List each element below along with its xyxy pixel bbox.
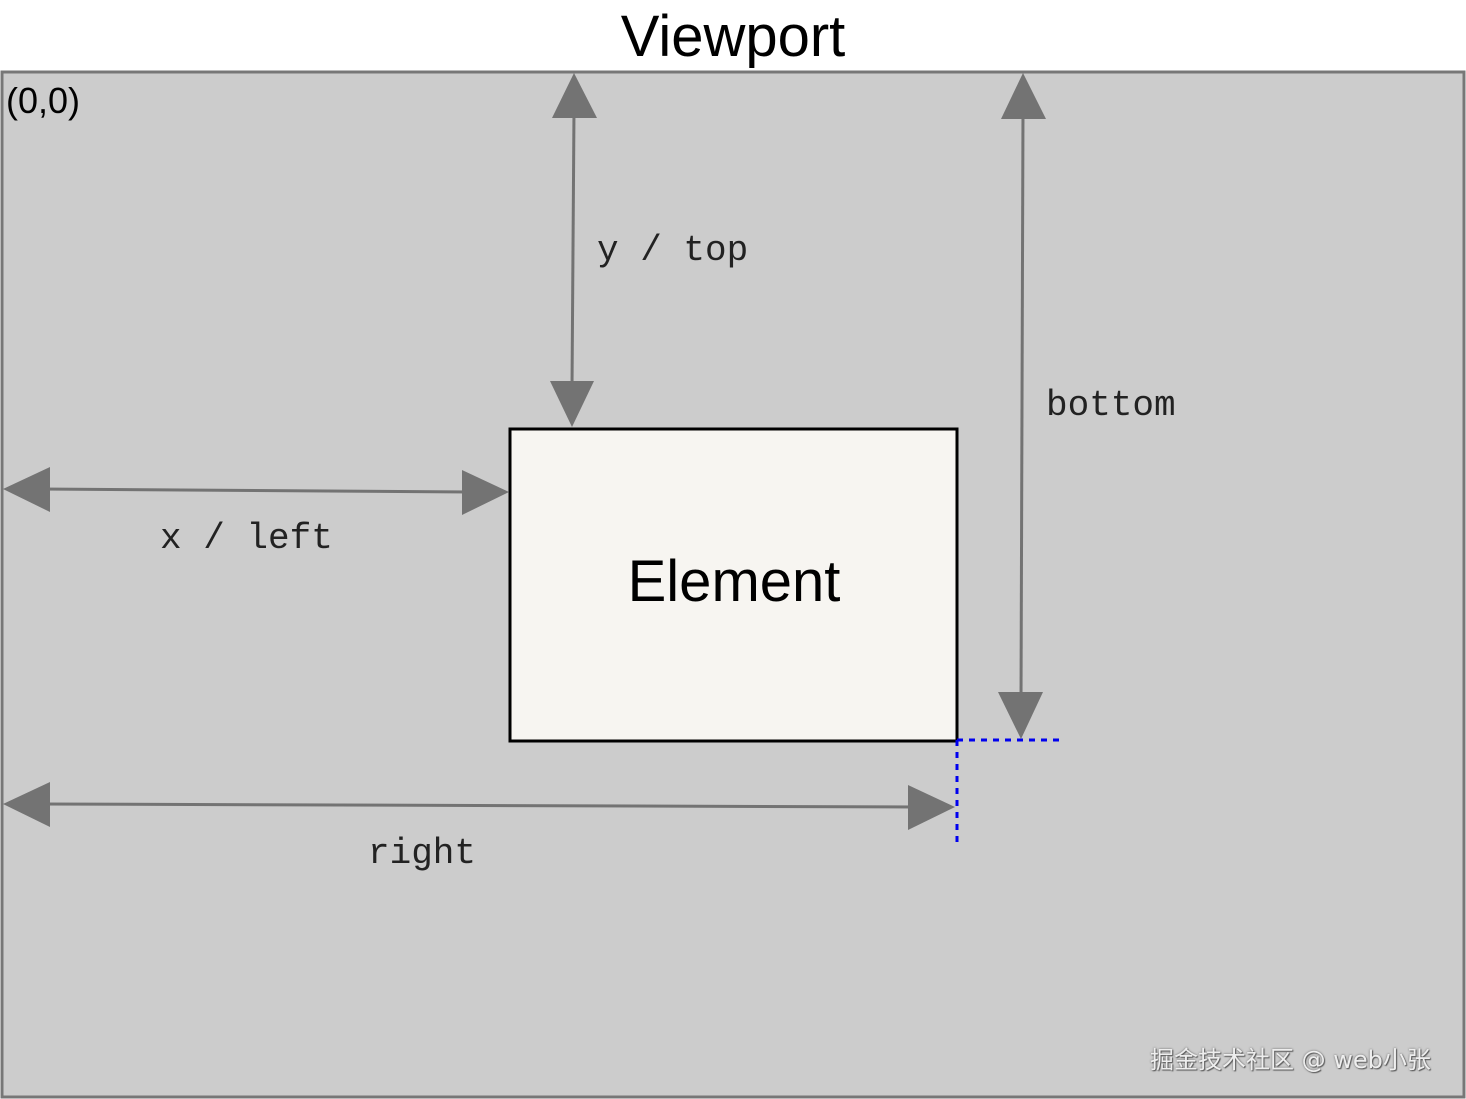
right-label: right: [368, 833, 477, 874]
top-arrow: [550, 73, 597, 427]
diagram-title: Viewport: [620, 4, 846, 69]
top-label: y / top: [597, 230, 749, 271]
left-arrow: [3, 467, 509, 515]
element-box: [508, 427, 959, 743]
origin-label: (0,0): [6, 80, 81, 121]
right-arrow: [3, 782, 955, 830]
bottom-label: bottom: [1046, 385, 1176, 426]
bottom-arrow: [998, 73, 1046, 739]
element-label: Element: [627, 549, 841, 614]
left-label: x / left: [160, 518, 333, 559]
watermark: 掘金技术社区 @ web小张: [1150, 1046, 1431, 1074]
